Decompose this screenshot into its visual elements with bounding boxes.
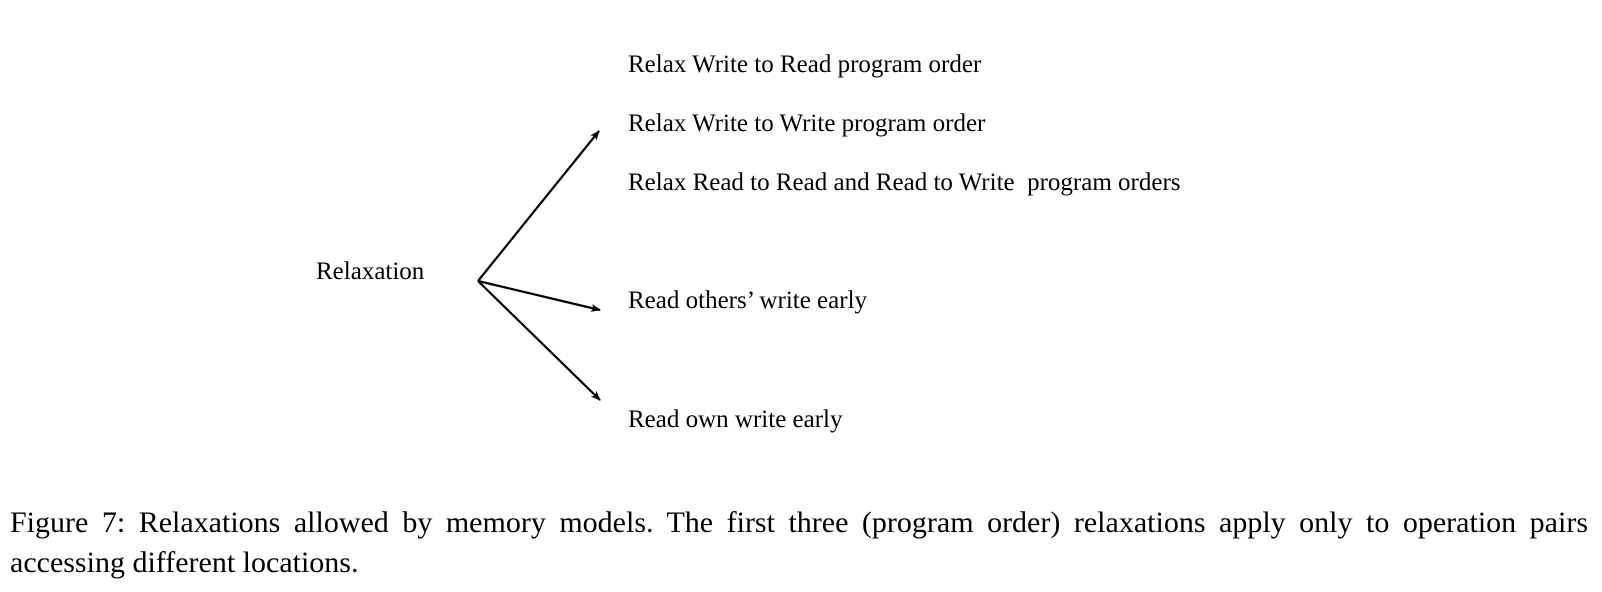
root-node-relaxation: Relaxation: [316, 258, 425, 285]
arrow-to-program-order: [477, 130, 600, 282]
branch-write-to-read: Relax Write to Read program order: [628, 51, 982, 78]
diagram-arrows: [477, 130, 601, 401]
arrow-to-read-own-write-early: [477, 280, 601, 401]
arrow-to-read-others-write-early: [477, 279, 601, 312]
branch-write-to-write: Relax Write to Write program order: [628, 110, 986, 137]
relaxation-diagram: Relaxation Relax Write to Read program o…: [316, 51, 1181, 433]
branch-read-others-write-early: Read others’ write early: [628, 287, 868, 314]
branch-read-own-write-early: Read own write early: [628, 406, 843, 433]
branch-read-to-read-and-write: Relax Read to Read and Read to Write pro…: [628, 169, 1181, 196]
figure-caption: Figure 7: Relaxations allowed by memory …: [10, 506, 1588, 579]
